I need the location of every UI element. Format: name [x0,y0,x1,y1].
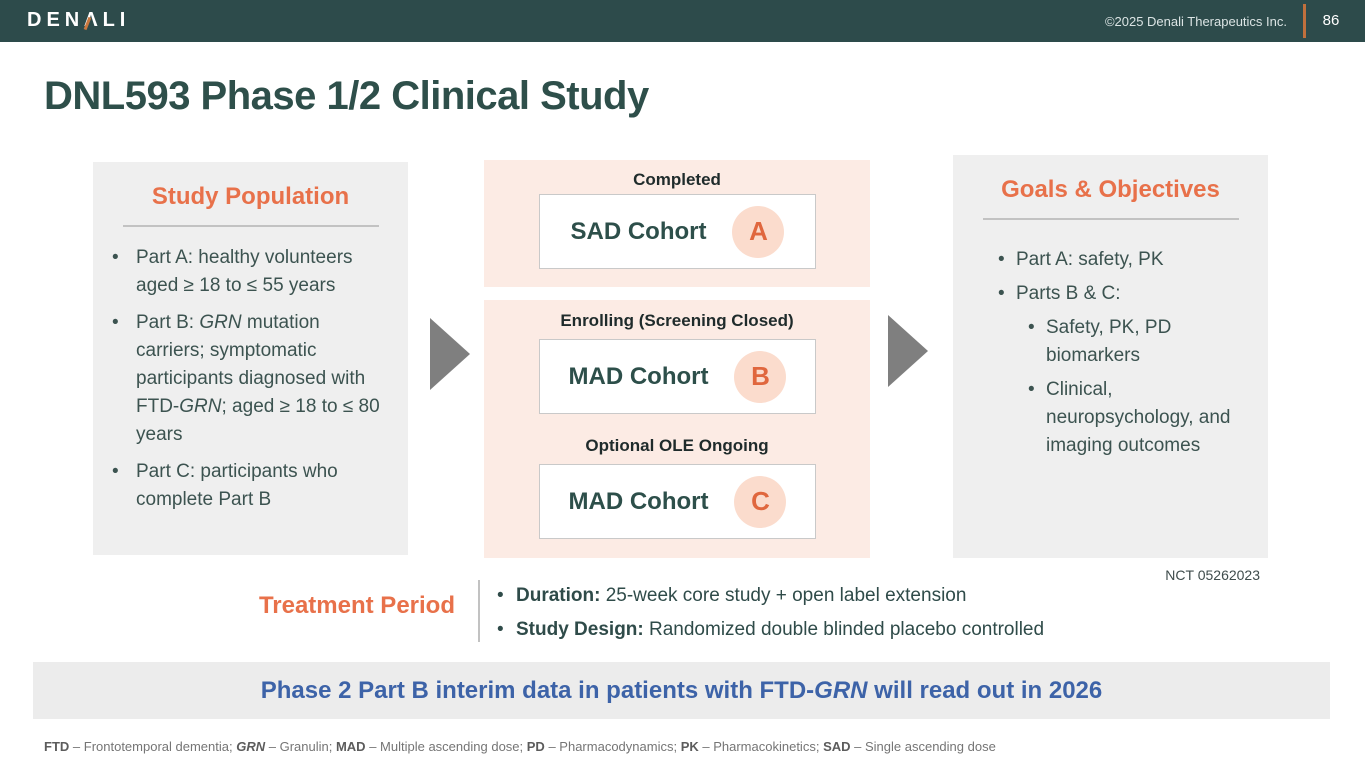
abbr: PK [680,739,699,754]
study-population-heading: Study Population [151,183,350,210]
page-number-divider [1303,4,1306,38]
bullet-text: Part B: [136,312,200,333]
gene-name: GRN [199,312,242,333]
list-item: Part A: safety, PK [998,246,1260,274]
cohort-name: MAD Cohort [568,362,709,390]
nct-number: NCT 05262023 [1165,567,1260,583]
cohort-name: MAD Cohort [568,487,709,515]
cohort-name: SAD Cohort [570,217,707,245]
definition: Multiple ascending dose [380,739,520,754]
list-item: Duration: 25-week core study + open labe… [497,579,1044,613]
definition: Frontotemporal dementia [83,739,229,754]
logo-accent-letter: Λ [84,9,103,31]
copyright-text: ©2025 Denali Therapeutics Inc. [1104,14,1287,29]
separator: – [265,739,280,754]
logo-text-pre: DEN [27,9,85,31]
goals-list: Part A: safety, PK Parts B & C: Safety, … [953,246,1268,460]
definition: Pharmacokinetics [713,739,816,754]
separator: – [69,739,84,754]
separator: ; [229,739,237,754]
study-population-panel: Study Population Part A: healthy volunte… [93,162,408,555]
bullet-text: ; aged ≥ 18 to ≤ 80 years [136,396,380,445]
study-population-list: Part A: healthy volunteers aged ≥ 18 to … [93,244,408,514]
treatment-period-divider [478,580,480,642]
banner-text: Phase 2 Part B interim data in patients … [261,677,1103,705]
list-item: Parts B & C: Safety, PK, PD biomarkers C… [998,280,1260,460]
gene-name: GRN [814,676,868,704]
right-arrow-icon [888,315,928,387]
cohort-letter-badge: A [732,205,785,258]
treatment-period-heading: Treatment Period [258,592,455,619]
separator: ; [328,739,336,754]
separator: ; [673,739,681,754]
mad-cohort-b-box: MAD Cohort B [539,339,816,414]
flow-stage-a: Completed SAD Cohort A [484,160,870,287]
abbr: MAD [335,739,366,754]
abbr: PD [526,739,545,754]
abbr: GRN [236,739,266,754]
key-message-banner: Phase 2 Part B interim data in patients … [33,662,1330,719]
design-text: Randomized double blinded placebo contro… [643,619,1045,640]
goals-divider [982,218,1239,220]
definition: Pharmacodynamics [559,739,674,754]
separator: ; [519,739,527,754]
study-population-divider [122,225,379,227]
banner-post: will read out in 2026 [867,676,1103,704]
logo-text-post: LI [102,9,131,31]
bullet-text: mutation carriers; symptomatic participa… [136,312,366,417]
stage-c-status: Optional OLE Ongoing [585,436,769,455]
definition: Granulin [279,739,329,754]
denali-logo: DENΛLI [27,9,130,32]
stage-b-status: Enrolling (Screening Closed) [560,311,794,330]
cohort-letter-badge: C [734,475,787,528]
separator: – [544,739,560,754]
mad-cohort-c-box: MAD Cohort C [539,464,816,539]
list-item: Study Design: Randomized double blinded … [497,613,1044,647]
right-arrow-icon [430,318,470,390]
separator: – [698,739,714,754]
bullet-text: Parts B & C: [1016,283,1121,304]
cohort-letter-badge: B [734,350,787,403]
slide-title: DNL593 Phase 1/2 Clinical Study [44,74,649,118]
list-item: Part A: healthy volunteers aged ≥ 18 to … [110,244,386,300]
gene-name: GRN [179,396,222,417]
list-item: Safety, PK, PD biomarkers [1028,314,1260,370]
abbreviations-footnote: FTD – Frontotemporal dementia; GRN – Gra… [44,739,996,754]
goals-sublist: Safety, PK, PD biomarkers Clinical, neur… [1016,314,1260,460]
goals-heading: Goals & Objectives [1001,176,1220,203]
separator: – [850,739,865,754]
abbr: SAD [823,739,851,754]
flow-stage-bc: Enrolling (Screening Closed) MAD Cohort … [484,300,870,558]
treatment-period-list: Duration: 25-week core study + open labe… [497,579,1044,647]
separator: ; [815,739,824,754]
separator: – [365,739,381,754]
duration-label: Duration: [516,585,601,606]
stage-a-status: Completed [633,170,721,189]
page-number: 86 [1322,12,1340,29]
goals-objectives-panel: Goals & Objectives Part A: safety, PK Pa… [953,155,1268,558]
banner-pre: Phase 2 Part B interim data in patients … [260,676,815,704]
definition: Single ascending dose [864,739,996,754]
list-item: Part C: participants who complete Part B [110,458,386,514]
duration-text: 25-week core study + open label extensio… [600,585,967,606]
abbr: FTD [44,739,70,754]
list-item: Clinical, neuropsychology, and imaging o… [1028,376,1260,460]
list-item: Part B: GRN mutation carriers; symptomat… [110,309,386,449]
sad-cohort-box: SAD Cohort A [539,194,816,269]
header-bar: DENΛLI ©2025 Denali Therapeutics Inc. 86 [0,0,1365,42]
design-label: Study Design: [516,619,644,640]
